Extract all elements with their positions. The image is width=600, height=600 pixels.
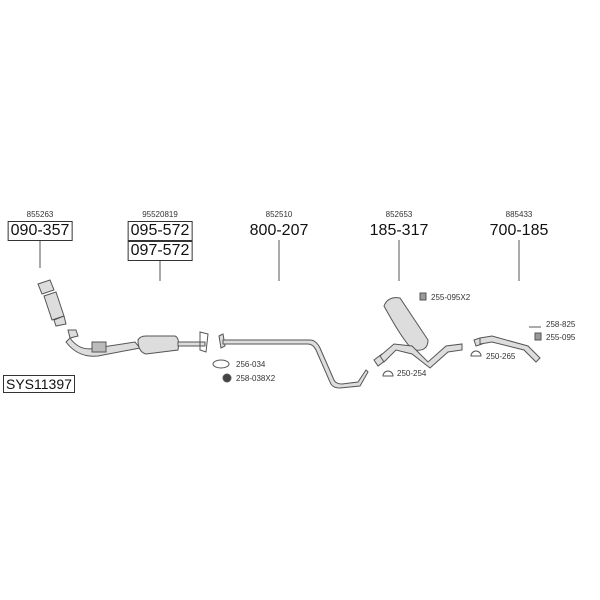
- clamp-icon: [382, 370, 394, 377]
- catalytic-converter-icon: [37, 279, 79, 339]
- oem-number: 885433: [505, 210, 533, 219]
- part-number-box[interactable]: 090-357: [7, 221, 73, 241]
- part-number[interactable]: 185-317: [369, 222, 429, 239]
- accessory-label[interactable]: 258-825: [546, 320, 576, 329]
- center-pipe-icon: [218, 333, 369, 389]
- oem-number: 95520819: [142, 210, 178, 219]
- accessory-label[interactable]: 250-265: [486, 352, 516, 361]
- accessory-label[interactable]: 256-034: [236, 360, 266, 369]
- front-pipe-icon: [65, 331, 209, 357]
- accessory-label[interactable]: 258-038X2: [236, 374, 276, 383]
- oem-number: 852510: [265, 210, 293, 219]
- part-number[interactable]: 800-207: [249, 222, 309, 239]
- system-id-box: SYS11397: [3, 375, 75, 393]
- gasket-icon: [212, 359, 230, 369]
- accessory-label[interactable]: 250-254: [397, 369, 427, 378]
- rear-silencer-icon: [373, 297, 463, 369]
- tail-pipe-icon: [473, 335, 541, 363]
- rubber-mount-icon: [534, 332, 542, 341]
- clamp-icon: [470, 350, 482, 357]
- rubber-mount-icon: [419, 292, 427, 301]
- accessory-label[interactable]: 255-095: [546, 333, 576, 342]
- part-number[interactable]: 700-185: [489, 222, 549, 239]
- nut-icon: [222, 373, 232, 383]
- oem-number: 852653: [385, 210, 413, 219]
- oem-number: 855263: [26, 210, 54, 219]
- part-number-box[interactable]: 095-572: [127, 221, 193, 241]
- accessory-label[interactable]: 255-095X2: [431, 293, 471, 302]
- part-number-box[interactable]: 097-572: [127, 241, 193, 261]
